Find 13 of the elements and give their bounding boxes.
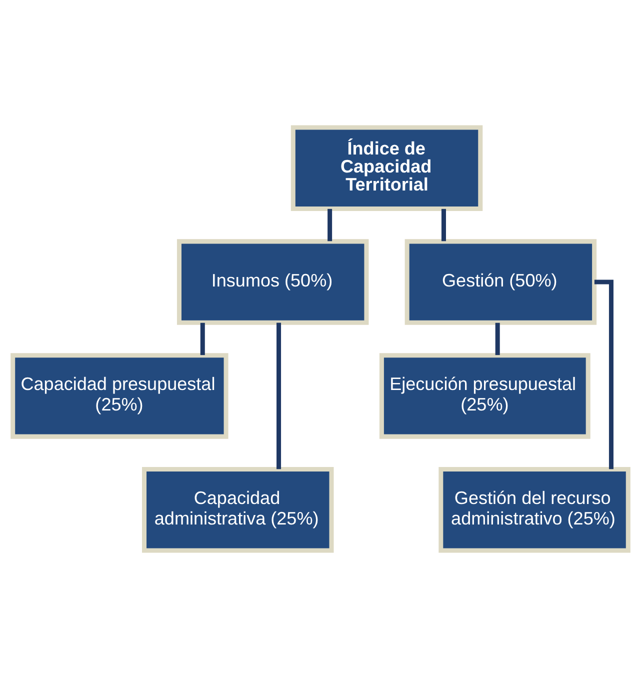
connector [276,322,282,469]
node-box: Ejecución presupuestal (25%) [379,352,590,438]
connector [200,322,205,355]
connector [441,208,446,241]
node-box: Gestión (50%) [404,238,597,324]
connector [328,208,332,241]
node-box: Gestión del recurso administrativo (25%) [438,466,630,552]
node-box: Capacidad presupuestal (25%) [10,352,228,438]
node-box: Índice de Capacidad Territorial [290,124,483,210]
node-box: Capacidad administrativa (25%) [142,466,334,552]
connector [495,322,500,355]
connector [594,279,614,469]
node-box: Insumos (50%) [176,238,369,324]
